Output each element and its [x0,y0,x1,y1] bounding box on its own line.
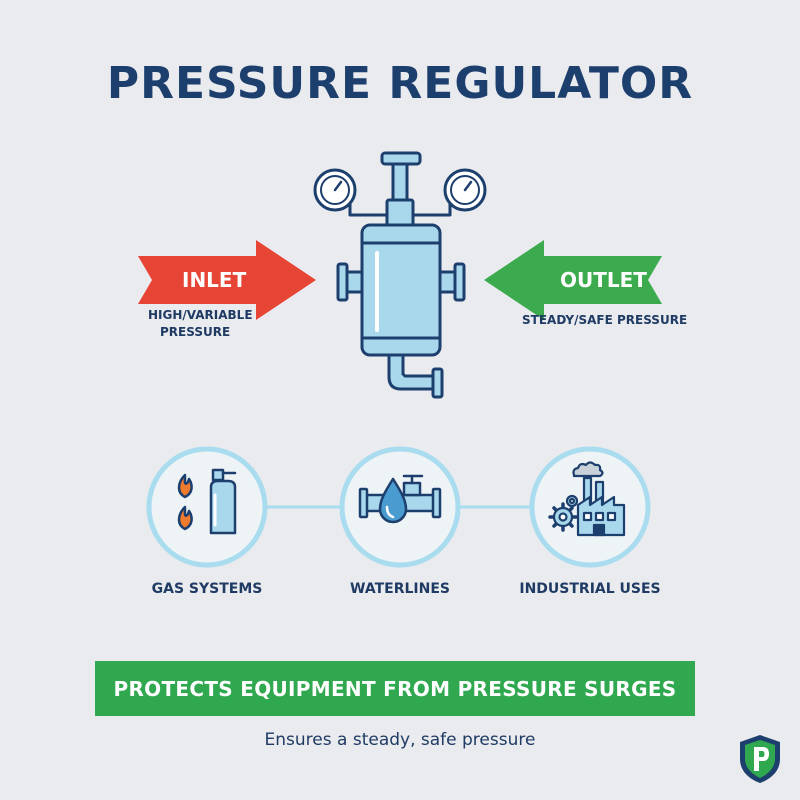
outlet-sublabel: STEADY/SAFE PRESSURE [522,313,688,327]
outlet-label: OUTLET [560,268,647,292]
footer-text: Ensures a steady, safe pressure [264,730,536,750]
app-label-waterlines: WATERLINES [350,581,450,597]
app-label-industrial: INDUSTRIAL USES [519,581,661,597]
water-pipe-drop-icon [339,446,461,568]
inlet-sublabel: HIGH/VARIABLE PRESSURE [148,307,253,341]
app-label-gas: GAS SYSTEMS [151,581,263,597]
inlet-label: INLET [182,268,247,292]
factory-gears-icon [529,446,651,568]
shield-p-logo-icon [740,735,780,783]
inlet-sublabel-line2: PRESSURE [160,325,231,339]
inlet-sublabel-line1: HIGH/VARIABLE [148,308,253,322]
pressure-regulator-icon [313,151,487,399]
inlet-arrow [138,240,316,320]
summary-banner: PROTECTS EQUIPMENT FROM PRESSURE SURGES [95,661,695,716]
banner-text: PROTECTS EQUIPMENT FROM PRESSURE SURGES [113,676,677,701]
gas-cylinder-flame-icon [146,446,268,568]
page-title: PRESSURE REGULATOR [106,58,694,109]
outlet-arrow [484,240,662,320]
